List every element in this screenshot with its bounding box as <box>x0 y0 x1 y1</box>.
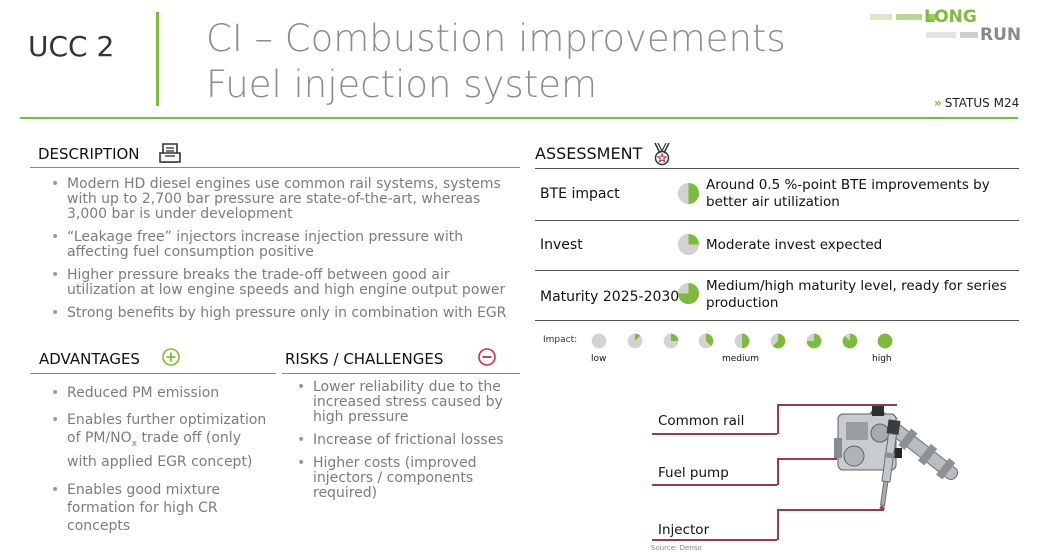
callout-fuel-pump: Fuel pump <box>658 465 729 481</box>
list-item: Enables further optimization of PM/NOx t… <box>46 411 274 471</box>
description-heading: DESCRIPTION <box>38 145 140 163</box>
callout-line <box>652 539 777 541</box>
impact-high-label: high <box>872 354 892 364</box>
assessment-row-bte: BTE impact Around 0.5 %-point BTE improv… <box>535 168 1019 220</box>
impact-level-icon <box>806 333 822 349</box>
slide-title: CI – Combustion improvements Fuel inject… <box>206 16 786 108</box>
logo-text-run: RUN <box>980 25 1021 45</box>
impact-level-icon <box>699 333 714 349</box>
title-line-1: CI – Combustion improvements <box>206 17 786 60</box>
assessment-row-maturity: Maturity 2025-2030 Medium/high maturity … <box>535 270 1019 321</box>
logo-text-long: LONG <box>924 7 977 27</box>
list-item: Lower reliability due to the increased s… <box>292 380 514 425</box>
callout-line <box>777 458 779 485</box>
impact-scale-label: Impact: <box>543 335 578 345</box>
callout-line <box>777 509 884 511</box>
fuel-injection-system-image <box>834 404 959 511</box>
risks-rule <box>282 373 520 374</box>
impact-medium-label: medium <box>722 354 759 364</box>
assessment-heading: ASSESSMENT <box>535 144 643 163</box>
assessment-row-invest: Invest Moderate invest expected <box>535 220 1019 270</box>
list-item: Higher pressure breaks the trade-off bet… <box>46 268 520 298</box>
plus-circle-icon <box>162 348 180 366</box>
list-item: Higher costs (improved injectors / compo… <box>292 456 514 501</box>
list-item-subscript: x <box>131 438 138 449</box>
list-item: “Leakage free” injectors increase inject… <box>46 230 520 260</box>
list-item-text: Enables further optimization of PM/NO <box>67 412 267 446</box>
list-item: Enables good mixture formation for high … <box>46 481 274 535</box>
callout-line <box>652 484 777 486</box>
callout-common-rail: Common rail <box>658 413 745 429</box>
callout-injector: Injector <box>658 522 710 538</box>
impact-level-icon <box>770 333 786 349</box>
status-text: STATUS M24 <box>944 96 1020 110</box>
advantages-rule <box>30 373 276 374</box>
list-item: Modern HD diesel engines use common rail… <box>46 177 520 222</box>
impact-level-icon <box>842 333 857 349</box>
impact-level-icon <box>734 333 750 349</box>
impact-level-icon <box>878 333 893 349</box>
harvey-ball-icon <box>677 233 700 256</box>
minus-circle-icon <box>478 348 496 366</box>
assessment-row-label: BTE impact <box>540 186 620 202</box>
callout-line <box>777 458 837 460</box>
assessment-row-label: Maturity 2025-2030 <box>540 289 680 305</box>
slide-code: UCC 2 <box>28 30 115 63</box>
assessment-row-text: Medium/high maturity level, ready for se… <box>706 278 1007 311</box>
impact-level-icon <box>591 333 607 349</box>
assessment-row-label: Invest <box>540 237 583 253</box>
list-item-text: trade off (only with applied EGR concept… <box>67 430 253 470</box>
list-item: Strong benefits by high pressure only in… <box>46 306 520 322</box>
chevron-right-icon: » <box>934 96 942 110</box>
callout-line <box>652 433 777 435</box>
callout-line <box>777 404 779 434</box>
list-item: Reduced PM emission <box>46 384 274 402</box>
list-item: Increase of frictional losses <box>292 433 514 449</box>
description-list: Modern HD diesel engines use common rail… <box>46 177 520 329</box>
risks-heading: RISKS / CHALLENGES <box>285 350 444 368</box>
impact-level-icon <box>663 333 678 349</box>
header-separator <box>20 117 1018 119</box>
image-source: Source: Denso <box>651 544 702 552</box>
risks-list: Lower reliability due to the increased s… <box>292 380 514 509</box>
advantages-list: Reduced PM emission Enables further opti… <box>46 384 274 543</box>
assessment-row-text: Around 0.5 %-point BTE improvements by b… <box>706 177 990 210</box>
advantages-heading: ADVANTAGES <box>39 350 140 368</box>
header-divider <box>156 12 159 106</box>
title-line-2: Fuel injection system <box>206 63 598 106</box>
impact-low-label: low <box>591 354 607 364</box>
harvey-ball-icon <box>677 282 700 305</box>
callout-line <box>777 509 779 540</box>
description-rule <box>30 167 520 168</box>
assessment-row-text: Moderate invest expected <box>706 237 883 253</box>
callout-line <box>777 404 897 406</box>
document-icon <box>159 143 181 163</box>
longrun-logo: LONG RUN <box>870 7 1021 45</box>
impact-level-icon <box>627 333 643 349</box>
status-label: »STATUS M24 <box>934 96 1019 110</box>
medal-icon <box>654 142 670 166</box>
harvey-ball-icon <box>677 182 700 205</box>
